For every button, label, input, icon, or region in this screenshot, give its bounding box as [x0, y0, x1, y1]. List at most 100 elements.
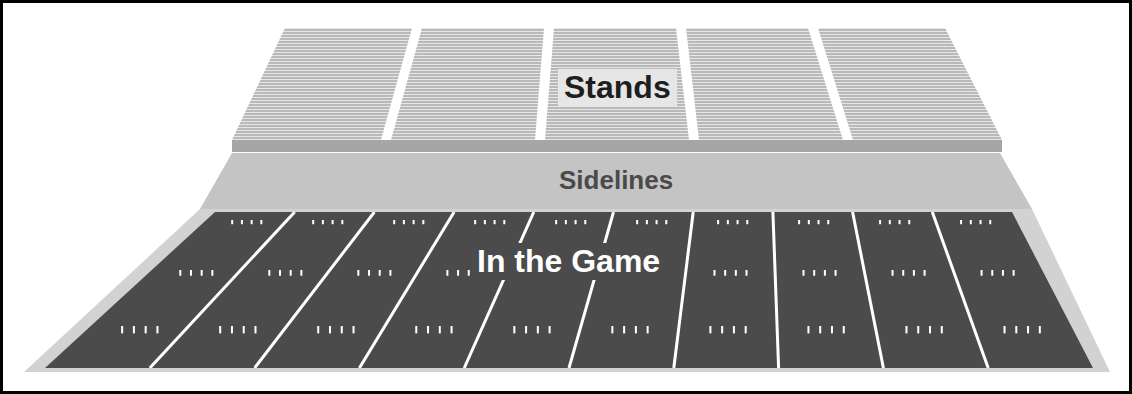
- hash-mark: [357, 270, 359, 276]
- yard-line: [464, 212, 534, 368]
- hash-mark: [341, 220, 343, 224]
- hash-mark: [219, 326, 221, 333]
- hash-mark: [179, 270, 181, 276]
- hash-mark: [892, 270, 894, 276]
- hash-mark: [290, 270, 292, 276]
- hash-mark: [211, 270, 213, 276]
- hash-mark: [746, 220, 748, 224]
- hash-mark: [190, 270, 192, 276]
- sideline-apron: [24, 209, 1110, 372]
- hash-mark: [735, 270, 737, 276]
- hash-mark: [980, 220, 982, 224]
- hash-mark: [635, 326, 637, 333]
- hash-mark: [899, 220, 901, 224]
- hash-mark: [991, 270, 993, 276]
- hash-mark: [1002, 270, 1004, 276]
- hash-mark: [403, 220, 405, 224]
- hash-mark: [745, 326, 747, 333]
- hash-mark: [636, 220, 638, 224]
- hash-mark: [929, 326, 931, 333]
- hash-mark: [549, 326, 551, 333]
- hash-mark: [1027, 326, 1029, 333]
- hash-mark: [389, 270, 391, 276]
- hash-mark: [312, 220, 314, 224]
- field-area: In the Game: [44, 212, 1094, 368]
- hash-mark: [555, 220, 557, 224]
- hash-mark: [709, 326, 711, 333]
- hash-mark: [503, 220, 505, 224]
- hash-mark: [451, 326, 453, 333]
- hash-mark: [808, 220, 810, 224]
- hash-mark: [368, 270, 370, 276]
- region-label: Stands: [558, 69, 677, 106]
- hash-mark: [818, 220, 820, 224]
- hash-mark: [415, 326, 417, 333]
- hash-mark: [317, 326, 319, 333]
- hash-mark: [902, 270, 904, 276]
- bleacher-base: [232, 140, 1002, 152]
- hash-mark: [665, 220, 667, 224]
- hash-mark: [565, 220, 567, 224]
- hash-mark: [468, 270, 470, 276]
- hash-mark: [439, 326, 441, 333]
- hash-mark: [1015, 326, 1017, 333]
- hash-mark: [332, 220, 334, 224]
- hash-mark: [446, 270, 448, 276]
- hash-mark: [353, 326, 355, 333]
- hash-mark: [300, 270, 302, 276]
- hash-mark: [819, 326, 821, 333]
- yard-line: [773, 212, 779, 368]
- hash-mark: [474, 220, 476, 224]
- yard-line: [569, 212, 614, 368]
- hash-mark: [484, 220, 486, 224]
- hash-mark: [824, 270, 826, 276]
- hash-mark: [422, 220, 424, 224]
- field-area-shape: [44, 212, 1094, 368]
- hash-mark: [827, 220, 829, 224]
- hash-mark: [843, 326, 845, 333]
- bleacher-section: [232, 28, 412, 140]
- hash-mark: [393, 220, 395, 224]
- hash-mark: [803, 270, 805, 276]
- hash-mark: [924, 270, 926, 276]
- hash-mark: [831, 326, 833, 333]
- hash-mark: [231, 326, 233, 333]
- hash-mark: [133, 326, 135, 333]
- hash-mark: [322, 220, 324, 224]
- hash-mark: [917, 326, 919, 333]
- bleacher-section: [545, 28, 689, 140]
- region-label: In the Game: [471, 243, 666, 280]
- hash-mark: [251, 220, 253, 224]
- field-turf: [45, 212, 1093, 368]
- hash-mark: [427, 326, 429, 333]
- hash-mark: [713, 270, 715, 276]
- hash-mark: [970, 220, 972, 224]
- hash-mark: [727, 220, 729, 224]
- hash-mark: [513, 326, 515, 333]
- hash-mark: [156, 326, 158, 333]
- hash-mark: [798, 220, 800, 224]
- hash-mark: [231, 220, 233, 224]
- hash-mark: [989, 220, 991, 224]
- hash-mark: [254, 326, 256, 333]
- hash-mark: [807, 326, 809, 333]
- sidelines-band: Sidelines: [200, 153, 1032, 209]
- hash-mark: [724, 270, 726, 276]
- hash-mark: [623, 326, 625, 333]
- hash-mark: [611, 326, 613, 333]
- hash-mark: [494, 220, 496, 224]
- yard-line: [853, 212, 884, 368]
- yard-line: [932, 212, 988, 368]
- bleacher-section: [391, 28, 544, 140]
- hash-mark: [329, 326, 331, 333]
- hash-mark: [241, 220, 243, 224]
- hash-mark: [981, 270, 983, 276]
- hash-mark: [908, 220, 910, 224]
- hash-mark: [941, 326, 943, 333]
- hash-mark: [457, 270, 459, 276]
- hash-mark: [413, 220, 415, 224]
- hash-mark: [145, 326, 147, 333]
- hash-mark: [1004, 326, 1006, 333]
